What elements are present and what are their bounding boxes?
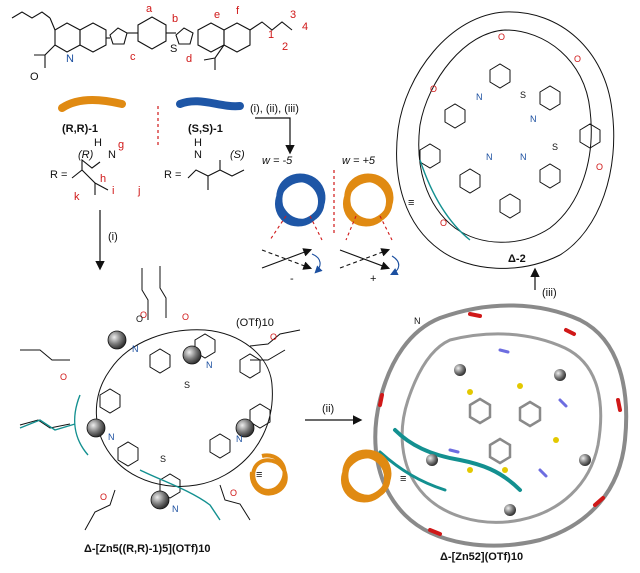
svg-text:O: O <box>440 218 447 228</box>
label-i: i <box>112 185 114 197</box>
label-k: k <box>74 191 80 203</box>
left-complex-atoms: O O O O O O O N N N N N S S <box>60 310 277 514</box>
equiv-sign-top: ≡ <box>408 197 414 209</box>
site-labels: a b c d e f 1 2 3 4 <box>130 3 308 65</box>
r-substituents <box>71 158 245 195</box>
svg-text:S: S <box>160 454 166 464</box>
s-atom-h: H <box>194 137 202 149</box>
r-atom-h: H <box>94 137 102 149</box>
equiv-sign-left: ≡ <box>256 469 262 481</box>
svg-text:N: N <box>486 152 493 162</box>
complex-right-label: Δ-[Zn52](OTf)10 <box>440 551 523 563</box>
svg-text:O: O <box>230 488 237 498</box>
svg-text:N: N <box>236 434 243 444</box>
svg-text:O: O <box>498 32 505 42</box>
writhe-plus-label: w = +5 <box>342 155 376 167</box>
svg-text:O: O <box>430 84 437 94</box>
label-3: 3 <box>290 9 296 21</box>
zinc-ions-right <box>426 364 591 516</box>
zinc-ions-left <box>86 330 255 510</box>
teal-strand-product <box>419 159 471 241</box>
name-ss-1: (S,S)-1 <box>188 123 223 135</box>
svg-text:N: N <box>206 360 213 370</box>
svg-text:O: O <box>270 332 277 342</box>
svg-text:N: N <box>172 504 179 514</box>
svg-text:S: S <box>552 142 558 152</box>
label-2: 2 <box>282 41 288 53</box>
crossing-diagrams <box>261 215 400 275</box>
stereo-s: (S) <box>230 149 245 161</box>
svg-text:O: O <box>100 492 107 502</box>
label-4: 4 <box>302 21 308 33</box>
complex-left-label: Δ-[Zn5((R,R)-1)5](OTf)10 <box>84 543 210 555</box>
equiv-sign-right: ≡ <box>400 473 406 485</box>
product-macrocycle <box>396 11 615 269</box>
orange-pentafoil-knot <box>343 173 394 227</box>
arrow-top <box>255 117 295 155</box>
left-complex <box>19 266 301 531</box>
monomer-atoms: N S O <box>30 43 177 83</box>
svg-text:O: O <box>136 314 143 324</box>
label-f: f <box>236 5 240 17</box>
product-atoms: O O O O O N N N N S S <box>430 32 603 228</box>
svg-text:N: N <box>108 432 115 442</box>
crystal-structure <box>373 303 629 548</box>
monomer-structure <box>11 11 293 70</box>
orange-knot-icon-left <box>249 453 288 496</box>
label-g: g <box>118 139 124 151</box>
label-e: e <box>214 9 220 21</box>
atom-o-left: O <box>30 71 39 83</box>
label-d: d <box>186 53 192 65</box>
label-c: c <box>130 51 136 63</box>
atom-n-left: N <box>66 53 74 65</box>
label-1: 1 <box>268 29 274 41</box>
svg-text:S: S <box>520 90 526 100</box>
svg-text:O: O <box>596 162 603 172</box>
teal-strand-left <box>19 394 89 456</box>
label-h: h <box>100 173 106 185</box>
product-label-2: Δ-2 <box>508 253 526 265</box>
sign-minus: - <box>290 273 294 285</box>
svg-text:N: N <box>520 152 527 162</box>
svg-text:O: O <box>574 54 581 64</box>
r-equals-right: R = <box>164 169 181 181</box>
label-a: a <box>146 3 153 15</box>
label-j: j <box>137 185 140 197</box>
svg-text:N: N <box>414 316 421 326</box>
reagent-middle: (ii) <box>322 403 334 415</box>
reagent-top: (i), (ii), (iii) <box>250 103 299 115</box>
reagent-left: (i) <box>108 231 118 243</box>
blue-pentafoil-knot <box>275 173 326 227</box>
blue-strand-icon <box>176 97 244 111</box>
reagent-right: (iii) <box>542 287 557 299</box>
teal-strand-left-bottom <box>139 469 221 521</box>
svg-text:O: O <box>140 310 147 320</box>
svg-text:N: N <box>530 114 537 124</box>
r-atom-n: N <box>108 149 116 161</box>
crystal-r-labels: N <box>414 316 421 326</box>
orange-strand-icon <box>58 96 126 112</box>
writhe-minus-label: w = -5 <box>262 155 293 167</box>
counterion-label: (OTf)10 <box>236 317 274 329</box>
r-equals-left: R = <box>50 169 67 181</box>
svg-text:S: S <box>184 380 190 390</box>
svg-text:N: N <box>476 92 483 102</box>
orange-knot-icon-right <box>341 449 392 503</box>
sign-plus: + <box>370 273 376 285</box>
atom-s-thiazole: S <box>170 43 177 55</box>
s-atom-n: N <box>194 149 202 161</box>
svg-text:O: O <box>60 372 67 382</box>
label-b: b <box>172 13 178 25</box>
svg-text:O: O <box>182 312 189 322</box>
stereo-r: (R) <box>78 149 94 161</box>
name-rr-1: (R,R)-1 <box>62 123 98 135</box>
svg-text:N: N <box>132 344 139 354</box>
